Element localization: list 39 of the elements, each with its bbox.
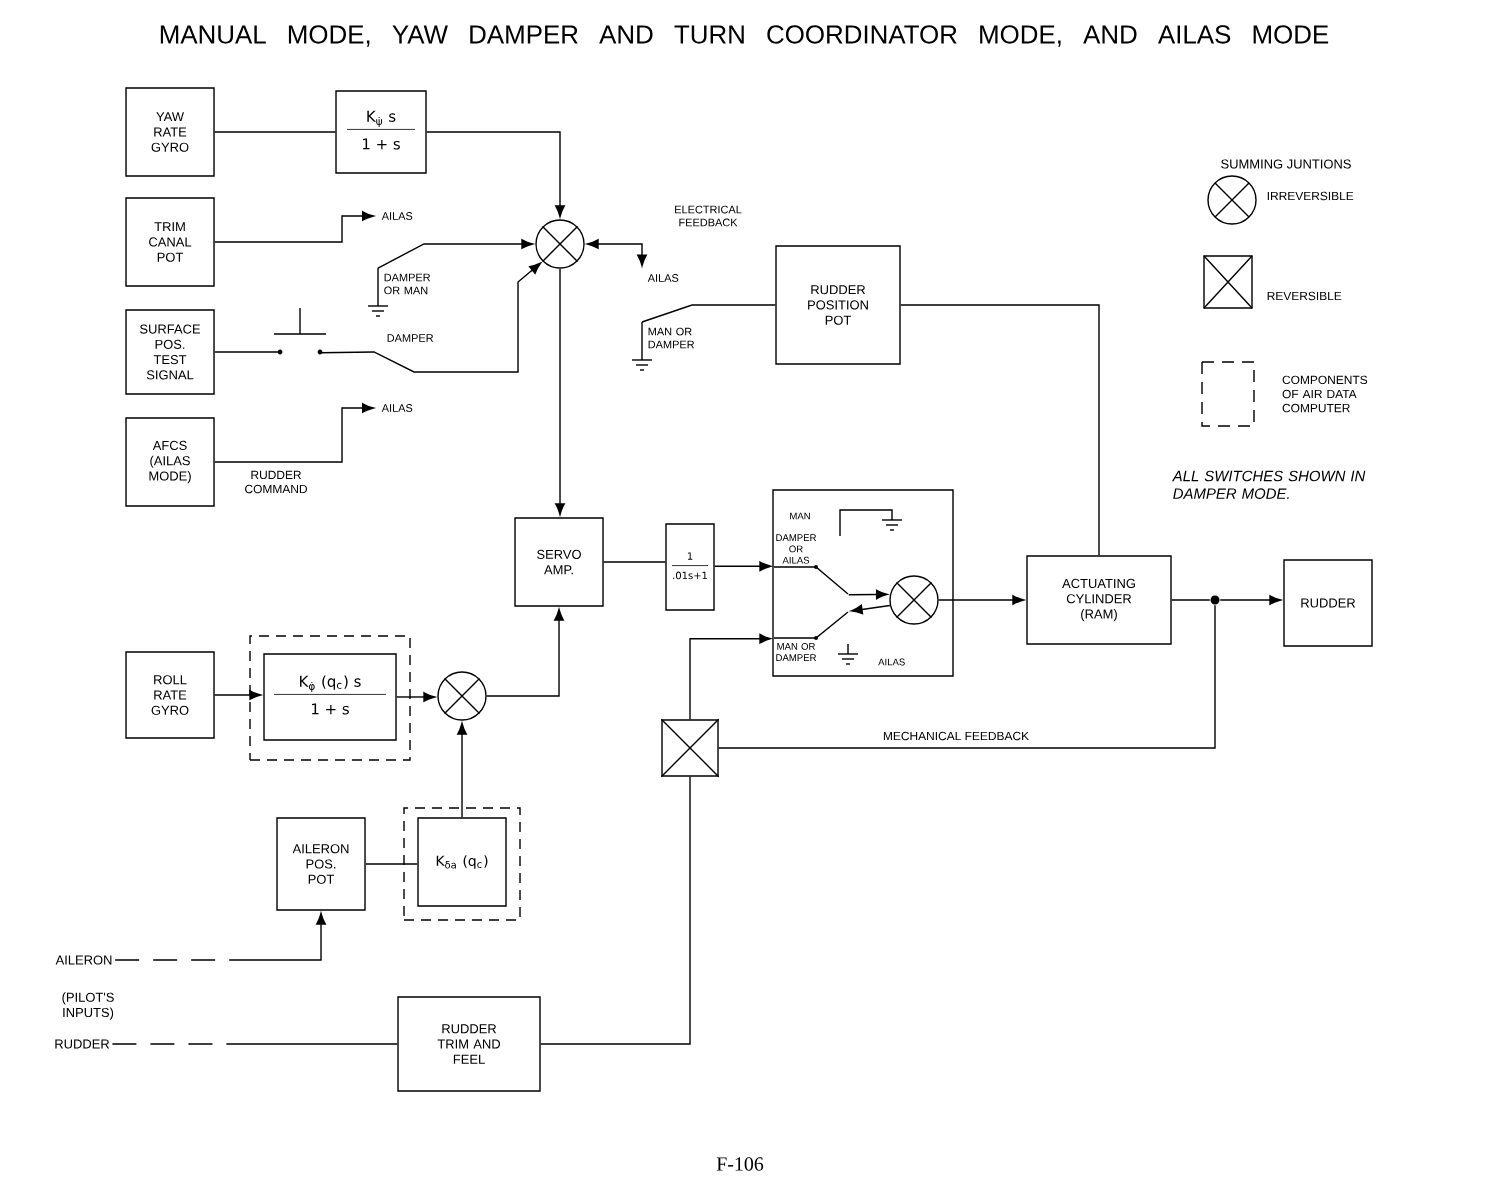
connector: [540, 776, 691, 1045]
connector: [365, 863, 418, 865]
connector: [900, 304, 1100, 556]
connector: [426, 131, 565, 218]
title: MANUAL MODE, YAW DAMPER AND TURN COORDINATOR MODE, AND AILAS MODE: [160, 25, 1329, 47]
connector: [641, 304, 776, 323]
connector: [603, 561, 666, 563]
connector: [850, 604, 891, 615]
connector: [848, 589, 888, 600]
connector: [714, 561, 772, 572]
connector: [214, 211, 374, 243]
switch-arm: [773, 611, 849, 640]
connector: [586, 239, 647, 267]
connector: [457, 722, 467, 818]
summing-junction: [437, 671, 487, 721]
summing-junction: [535, 219, 585, 269]
summing-junction: [889, 575, 939, 625]
connector: [938, 595, 1025, 605]
connector: [396, 692, 436, 702]
connector: [1171, 599, 1211, 601]
connector: [111, 1043, 398, 1045]
dashed-frame: [249, 635, 411, 761]
connector: [555, 268, 565, 516]
connector: [114, 912, 326, 961]
connector: [718, 604, 1216, 749]
connector: [689, 633, 772, 720]
connector: [486, 608, 564, 697]
page-number: F-106: [716, 1157, 764, 1171]
connector: [320, 262, 542, 373]
connector: [377, 239, 534, 269]
crossed-box: [660, 718, 720, 778]
connector: [214, 690, 262, 700]
push-button-switch: [273, 307, 327, 355]
connector: [214, 131, 336, 133]
connector: [1219, 595, 1282, 605]
switch-arm: [773, 565, 849, 595]
connector: [214, 403, 374, 463]
dashed-frame: [403, 807, 521, 921]
connector: [214, 351, 280, 353]
